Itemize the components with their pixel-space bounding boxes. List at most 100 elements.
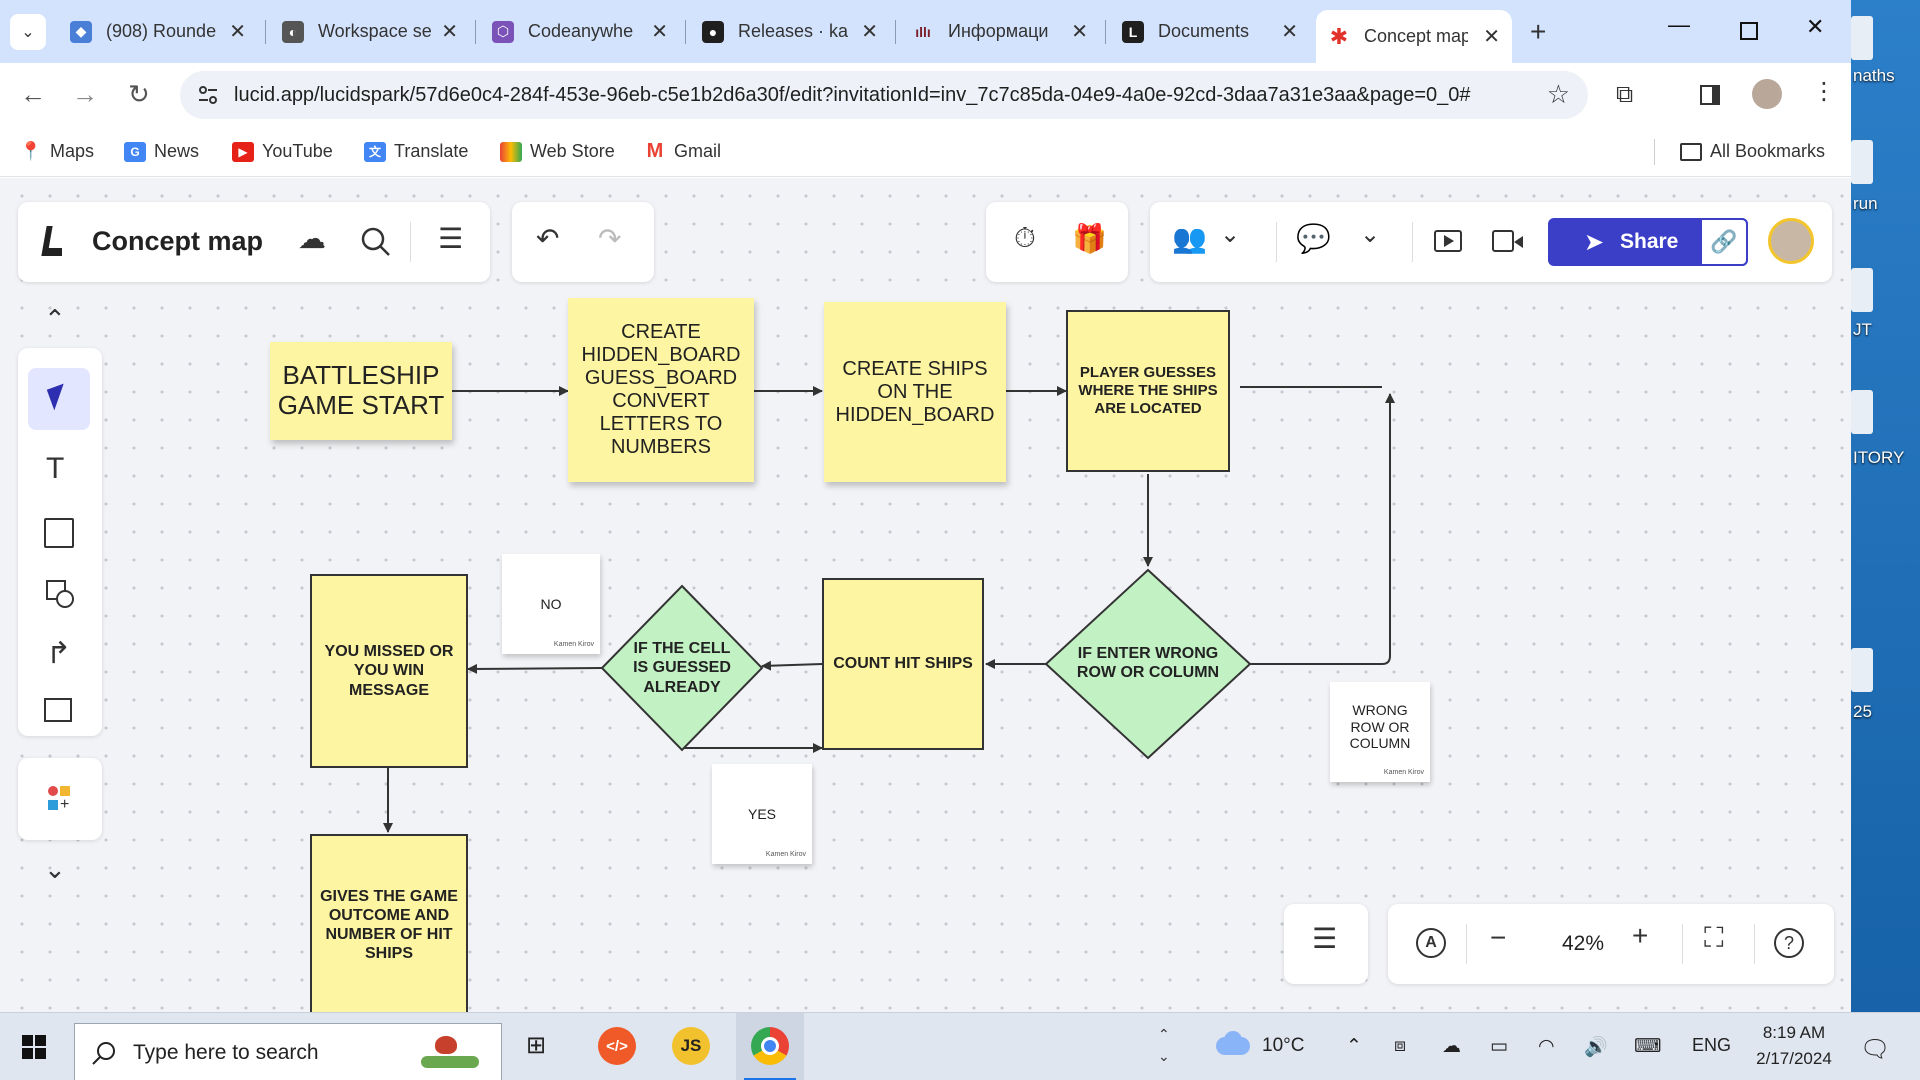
- tab-roundcube[interactable]: ◆ (908) Rounde ✕: [58, 10, 258, 53]
- chrome-taskbar-button[interactable]: [736, 1013, 804, 1080]
- process-count-hit-ships[interactable]: COUNT HIT SHIPS: [822, 578, 984, 750]
- tab-close-icon[interactable]: ✕: [651, 21, 668, 43]
- shapes-library-icon[interactable]: [48, 786, 58, 796]
- board-canvas[interactable]: Concept map ☁ ☰ ↶ ↷ ⏱ 🎁 👥 ⌄ 💬 ⌄: [0, 178, 1851, 1012]
- javascript-app-icon[interactable]: JS: [672, 1027, 710, 1065]
- tab-documents[interactable]: L Documents ✕: [1110, 10, 1310, 53]
- sticky-note-tool-icon[interactable]: [44, 518, 74, 548]
- forward-arrow-icon[interactable]: →: [72, 79, 98, 109]
- tab-close-icon[interactable]: ✕: [861, 21, 878, 43]
- side-panel-icon[interactable]: [1700, 85, 1720, 105]
- menu-hamburger-icon[interactable]: ☰: [438, 223, 464, 254]
- video-camera-icon[interactable]: [1492, 230, 1523, 252]
- taskbar-search-box[interactable]: Type here to search: [74, 1023, 502, 1080]
- input-language[interactable]: ENG: [1692, 1035, 1732, 1055]
- back-arrow-icon[interactable]: ←: [20, 79, 46, 109]
- select-tool-button[interactable]: [28, 368, 90, 430]
- code-editor-app-icon[interactable]: </>: [598, 1027, 636, 1065]
- battery-icon[interactable]: ▭: [1490, 1036, 1508, 1057]
- text-tool-icon[interactable]: T: [46, 452, 65, 485]
- bookmark-gmail[interactable]: M Gmail: [644, 140, 721, 162]
- desktop-icon[interactable]: [1851, 16, 1873, 60]
- desktop-icon[interactable]: [1851, 648, 1873, 692]
- wifi-icon[interactable]: ◠: [1538, 1036, 1555, 1057]
- copy-link-icon[interactable]: 🔗: [1700, 218, 1748, 266]
- fit-to-screen-icon[interactable]: ⛶: [1704, 922, 1724, 953]
- bookmark-star-icon[interactable]: ☆: [1546, 79, 1570, 109]
- sticky-note-create-ships[interactable]: CREATE SHIPS ON THE HIDDEN_BOARD: [824, 302, 1006, 482]
- tab-concept-map[interactable]: ✱ Concept map ✕: [1316, 10, 1512, 63]
- profile-avatar[interactable]: [1752, 79, 1782, 109]
- clock[interactable]: 8:19 AM 2/17/2024: [1752, 1023, 1836, 1069]
- frame-tool-icon[interactable]: [44, 698, 72, 722]
- site-info-icon[interactable]: [196, 83, 220, 107]
- tab-information[interactable]: ıllı Информаци ✕: [900, 10, 1100, 53]
- reload-icon[interactable]: ↻: [128, 79, 150, 109]
- user-avatar[interactable]: [1768, 218, 1814, 264]
- bookmark-youtube[interactable]: ▶ YouTube: [232, 141, 333, 162]
- undo-icon[interactable]: ↶: [536, 223, 560, 254]
- present-icon[interactable]: [1434, 230, 1462, 252]
- connector-tool-icon[interactable]: ↱: [46, 637, 72, 670]
- weather-temperature[interactable]: 10°C: [1262, 1035, 1305, 1056]
- keyboard-icon[interactable]: ⌨: [1634, 1036, 1662, 1057]
- bookmark-translate[interactable]: 文 Translate: [364, 141, 468, 162]
- task-view-icon[interactable]: ⊞: [526, 1032, 547, 1059]
- label-note-yes[interactable]: YES Kamen Kirov: [712, 764, 812, 864]
- maximize-icon[interactable]: [1740, 22, 1758, 40]
- meet-now-icon[interactable]: ⧈: [1394, 1035, 1407, 1056]
- label-note-wrong-row[interactable]: WRONG ROW OR COLUMN Kamen Kirov: [1330, 682, 1430, 782]
- cloudy-weather-icon[interactable]: [1210, 1029, 1252, 1057]
- comment-icon[interactable]: 💬: [1296, 223, 1331, 254]
- lucid-logo-icon[interactable]: [40, 226, 62, 256]
- chevron-down-icon[interactable]: ⌄: [1220, 221, 1241, 248]
- chevron-down-icon[interactable]: ⌄: [44, 854, 66, 884]
- onedrive-cloud-icon[interactable]: ☁: [1442, 1036, 1461, 1057]
- zoom-out-minus-icon[interactable]: −: [1490, 922, 1507, 953]
- taskbar-scroll-arrows-icon[interactable]: ⌃⌄: [1158, 1026, 1170, 1064]
- tab-close-icon[interactable]: ✕: [1483, 26, 1500, 48]
- show-hidden-icons-chevron-icon[interactable]: ⌃: [1346, 1036, 1362, 1057]
- gift-icon[interactable]: 🎁: [1072, 223, 1107, 254]
- tab-close-icon[interactable]: ✕: [229, 21, 246, 43]
- redo-icon[interactable]: ↷: [598, 223, 622, 254]
- list-icon[interactable]: ☰: [1312, 923, 1338, 954]
- desktop-icon[interactable]: [1851, 390, 1873, 434]
- chrome-menu-icon[interactable]: ⋮: [1812, 78, 1836, 105]
- cloud-saved-icon[interactable]: ☁: [298, 223, 326, 254]
- timer-icon[interactable]: ⏱: [1014, 222, 1036, 253]
- zoom-in-plus-icon[interactable]: +: [1632, 920, 1649, 951]
- volume-speaker-icon[interactable]: 🔊: [1584, 1037, 1608, 1058]
- extensions-puzzle-icon[interactable]: ⧉: [1616, 81, 1634, 108]
- minimize-icon[interactable]: —: [1668, 12, 1690, 37]
- bookmark-news[interactable]: G News: [124, 141, 199, 162]
- tab-search-chevron-icon[interactable]: ⌄: [10, 14, 46, 50]
- zoom-level[interactable]: 42%: [1562, 932, 1605, 955]
- chevron-up-icon[interactable]: ⌃: [44, 304, 66, 334]
- sticky-note-create-boards[interactable]: CREATE HIDDEN_BOARD GUESS_BOARD CONVERT …: [568, 298, 754, 482]
- document-title[interactable]: Concept map: [92, 226, 264, 256]
- tab-close-icon[interactable]: ✕: [441, 21, 458, 43]
- share-button[interactable]: ➤ Share 🔗: [1548, 218, 1748, 266]
- process-missed-message[interactable]: YOU MISSED OR YOU WIN MESSAGE: [310, 574, 468, 768]
- desktop-icon[interactable]: [1851, 140, 1873, 184]
- url-text[interactable]: lucid.app/lucidspark/57d6e0c4-284f-453e-…: [234, 84, 1471, 106]
- sticky-note-game-start[interactable]: BATTLESHIP GAME START: [270, 342, 452, 440]
- window-close-icon[interactable]: ✕: [1806, 14, 1825, 39]
- new-tab-plus-icon[interactable]: +: [1530, 16, 1547, 47]
- tab-workspace[interactable]: ◐ Workspace se ✕: [270, 10, 470, 53]
- tab-close-icon[interactable]: ✕: [1281, 21, 1298, 43]
- tab-codeanywhere[interactable]: ⬡ Codeanywhe ✕: [480, 10, 680, 53]
- notification-center-icon[interactable]: 🗨: [1860, 1036, 1891, 1063]
- tab-github-releases[interactable]: ● Releases · ka ✕: [690, 10, 890, 53]
- all-bookmarks-button[interactable]: All Bookmarks: [1680, 141, 1825, 162]
- bookmark-maps[interactable]: 📍 Maps: [20, 141, 94, 162]
- tab-close-icon[interactable]: ✕: [1071, 21, 1088, 43]
- collaborators-icon[interactable]: 👥: [1172, 223, 1207, 254]
- chevron-down-icon[interactable]: ⌄: [1360, 221, 1381, 248]
- label-note-no[interactable]: NO Kamen Kirov: [502, 554, 600, 654]
- process-game-outcome[interactable]: GIVES THE GAME OUTCOME AND NUMBER OF HIT…: [310, 834, 468, 1012]
- omnibox[interactable]: lucid.app/lucidspark/57d6e0c4-284f-453e-…: [180, 71, 1588, 119]
- windows-start-icon[interactable]: [22, 1035, 46, 1059]
- search-icon[interactable]: [360, 226, 392, 258]
